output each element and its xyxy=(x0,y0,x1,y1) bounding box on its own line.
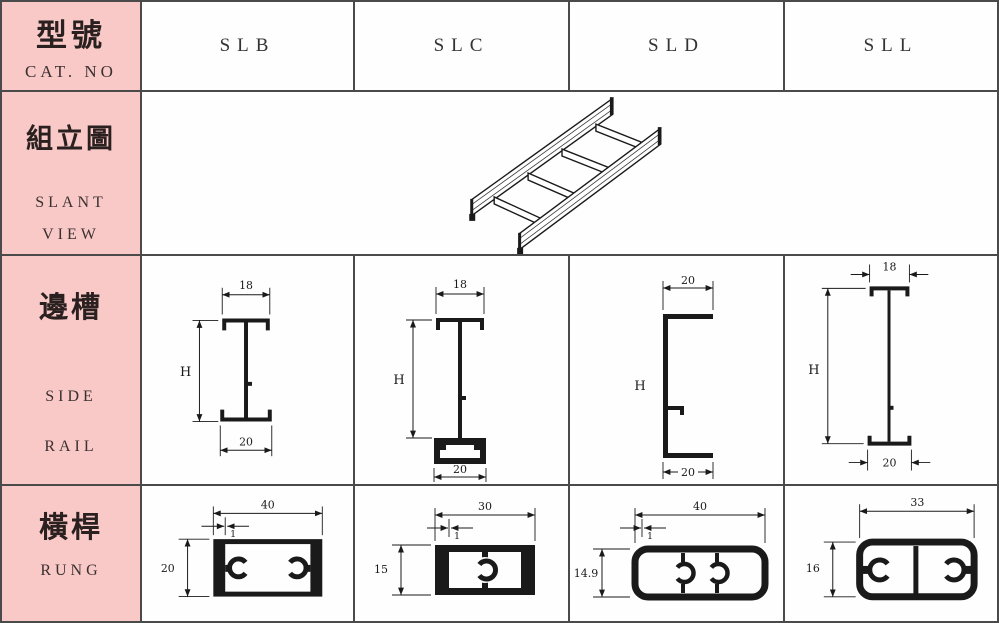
dim-top-width: 18 xyxy=(239,279,253,292)
rung-cell-sll: 33 16 xyxy=(785,486,997,621)
slant-view-label-zh: 組立圖 xyxy=(26,124,116,154)
dim-height: 14.9 xyxy=(574,567,599,580)
dim-height: 20 xyxy=(161,562,175,575)
rung-label-cell: 橫桿 RUNG xyxy=(2,486,142,621)
side-rail-cell-slc: 18 H 20 xyxy=(355,256,570,486)
near-rail xyxy=(518,126,662,252)
side-rail-diagram-slb: 18 H 20 xyxy=(180,279,273,457)
rung-diagram-sld: 40 1 14.9 xyxy=(574,500,769,601)
dim-bottom-width: 20 xyxy=(239,435,253,448)
rung-diagram-slb: 40 1 20 xyxy=(161,498,323,598)
side-rail-diagram-sld: 20 H 20 xyxy=(634,274,714,479)
model-header-sll: SLL xyxy=(785,2,997,92)
dim-height: H xyxy=(180,365,191,380)
dim-height: 15 xyxy=(374,563,388,576)
dim-width: 40 xyxy=(693,500,707,513)
dim-width: 40 xyxy=(261,498,275,511)
ladder-isometric-drawing xyxy=(469,96,662,254)
slant-view-label-en1: SLANT xyxy=(35,194,107,211)
dim-wall-thickness: 1 xyxy=(454,531,460,542)
model-header-slb: SLB xyxy=(142,2,355,92)
category-label-zh: 型號 xyxy=(36,18,106,53)
side-rail-cell-sld: 20 H 20 xyxy=(570,256,785,486)
dim-bottom-width: 20 xyxy=(681,466,695,479)
category-label-en: CAT. NO xyxy=(25,62,117,81)
dim-wall-thickness: 1 xyxy=(647,531,653,542)
model-header-sld: SLD xyxy=(570,2,785,92)
slant-view-cell xyxy=(142,92,997,256)
side-rail-diagram-sll: 18 H 20 xyxy=(808,260,931,471)
rung-cell-slb: 40 1 20 xyxy=(142,486,355,621)
dim-height: H xyxy=(808,363,819,378)
dim-width: 33 xyxy=(910,496,924,509)
dim-width: 30 xyxy=(478,500,492,513)
slant-view-label-en2: VIEW xyxy=(42,226,100,243)
side-rail-label-en1: SIDE xyxy=(45,388,97,405)
rung-cell-slc: 30 1 15 xyxy=(355,486,570,621)
rung-diagram-slc: 30 1 15 xyxy=(374,500,536,596)
slant-view-label-cell: 組立圖 SLANT VIEW xyxy=(2,92,142,256)
rung-label-en: RUNG xyxy=(40,562,102,579)
dim-height: 16 xyxy=(806,562,820,575)
rung-cell-sld: 40 1 14.9 xyxy=(570,486,785,621)
dim-wall-thickness: 1 xyxy=(230,529,236,540)
dim-height: H xyxy=(634,379,645,394)
side-rail-label-cell: 邊槽 SIDE RAIL xyxy=(2,256,142,486)
dim-bottom-width: 20 xyxy=(453,463,467,476)
rung-diagram-sll: 33 16 xyxy=(806,496,978,601)
dim-top-width: 18 xyxy=(453,278,467,291)
dim-bottom-width: 20 xyxy=(883,457,897,470)
side-rail-label-zh: 邊槽 xyxy=(38,292,103,324)
side-rail-cell-sll: 18 H 20 xyxy=(785,256,997,486)
far-rail xyxy=(470,96,614,218)
dim-height: H xyxy=(393,373,404,388)
rung-label-zh: 橫桿 xyxy=(38,512,103,544)
model-header-slc: SLC xyxy=(355,2,570,92)
side-rail-diagram-slc: 18 H 20 xyxy=(393,278,487,482)
side-rail-label-en2: RAIL xyxy=(44,438,98,455)
dim-top-width: 18 xyxy=(883,260,897,273)
header-label-cell: 型號 CAT. NO xyxy=(2,2,142,92)
dim-top-width: 20 xyxy=(681,274,695,287)
side-rail-cell-slb: 18 H 20 xyxy=(142,256,355,486)
